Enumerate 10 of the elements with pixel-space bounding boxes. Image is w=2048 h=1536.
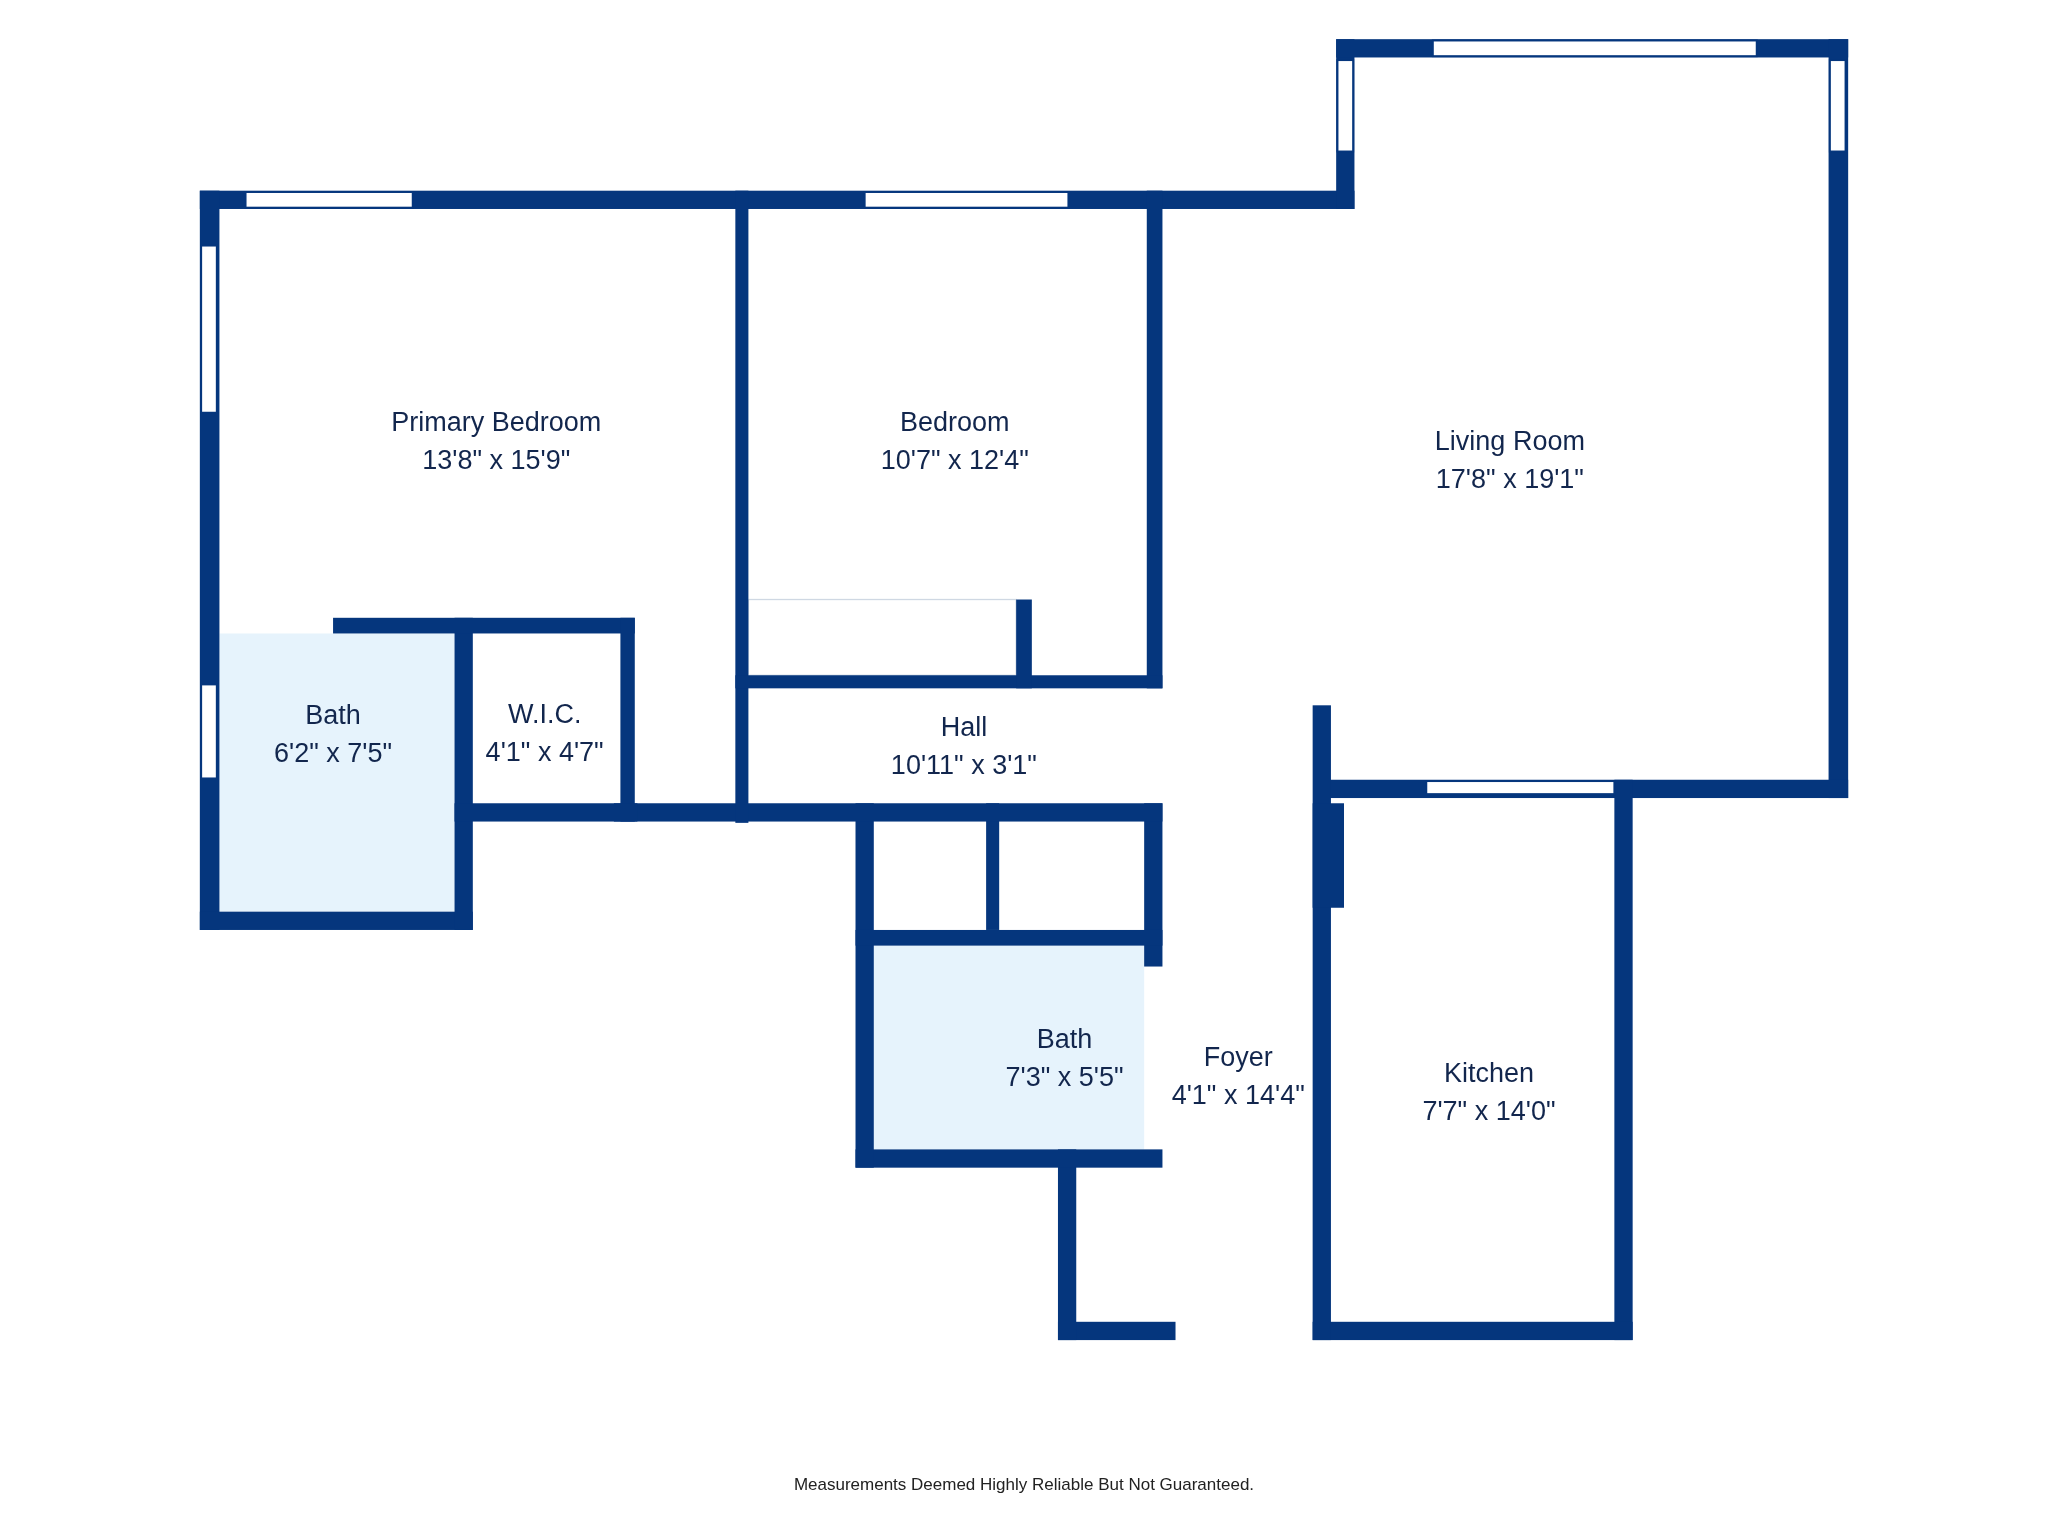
room-label: Primary Bedroom 13'8" x 15'9": [391, 403, 602, 480]
room-label: Living Room 17'8" x 19'1": [1434, 421, 1585, 498]
room-label: Foyer 4'1" x 14'4": [1171, 1038, 1305, 1115]
room-label: Bath 6'2" x 7'5": [274, 696, 393, 773]
room-label: Kitchen 7'7" x 14'0": [1422, 1053, 1556, 1130]
room-label: W.I.C. 4'1" x 4'7": [485, 694, 604, 771]
room-label: Bath 7'3" x 5'5": [1005, 1019, 1124, 1096]
room-label: Hall 10'11" x 3'1": [890, 707, 1037, 784]
room-label: Bedroom 10'7" x 12'4": [880, 403, 1029, 480]
caption: Measurements Deemed Highly Reliable But Not Guaranteed.: [793, 1474, 1255, 1496]
